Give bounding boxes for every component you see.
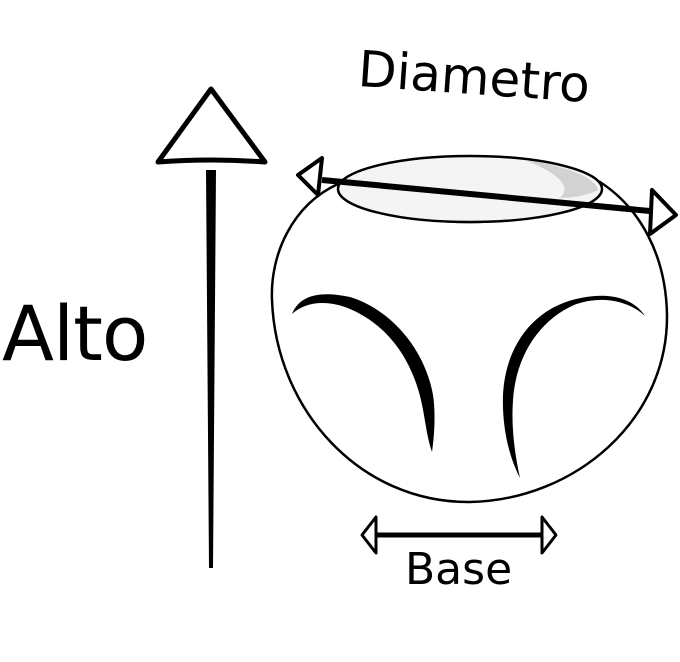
bowl-body bbox=[270, 180, 669, 504]
diameter-arrow bbox=[296, 156, 678, 236]
diameter-arrow-right-head bbox=[648, 188, 678, 236]
bowl-rim bbox=[336, 154, 604, 224]
base-arrow-left-head bbox=[360, 515, 378, 555]
base-label: Base bbox=[405, 544, 513, 595]
rim-highlight bbox=[525, 160, 598, 198]
height-arrow-head bbox=[155, 86, 268, 165]
base-arrow-right-head bbox=[540, 515, 558, 555]
diameter-arrow-shaft bbox=[321, 177, 651, 214]
diameter-label: Diametro bbox=[356, 40, 592, 115]
height-label: Alto bbox=[2, 289, 148, 378]
bowl-left-curve bbox=[292, 294, 435, 452]
height-arrow-shaft bbox=[206, 170, 216, 568]
diameter-arrow-left-head bbox=[296, 156, 324, 197]
bowl bbox=[270, 154, 669, 504]
height-arrow bbox=[155, 86, 268, 568]
base-arrow bbox=[360, 515, 558, 555]
